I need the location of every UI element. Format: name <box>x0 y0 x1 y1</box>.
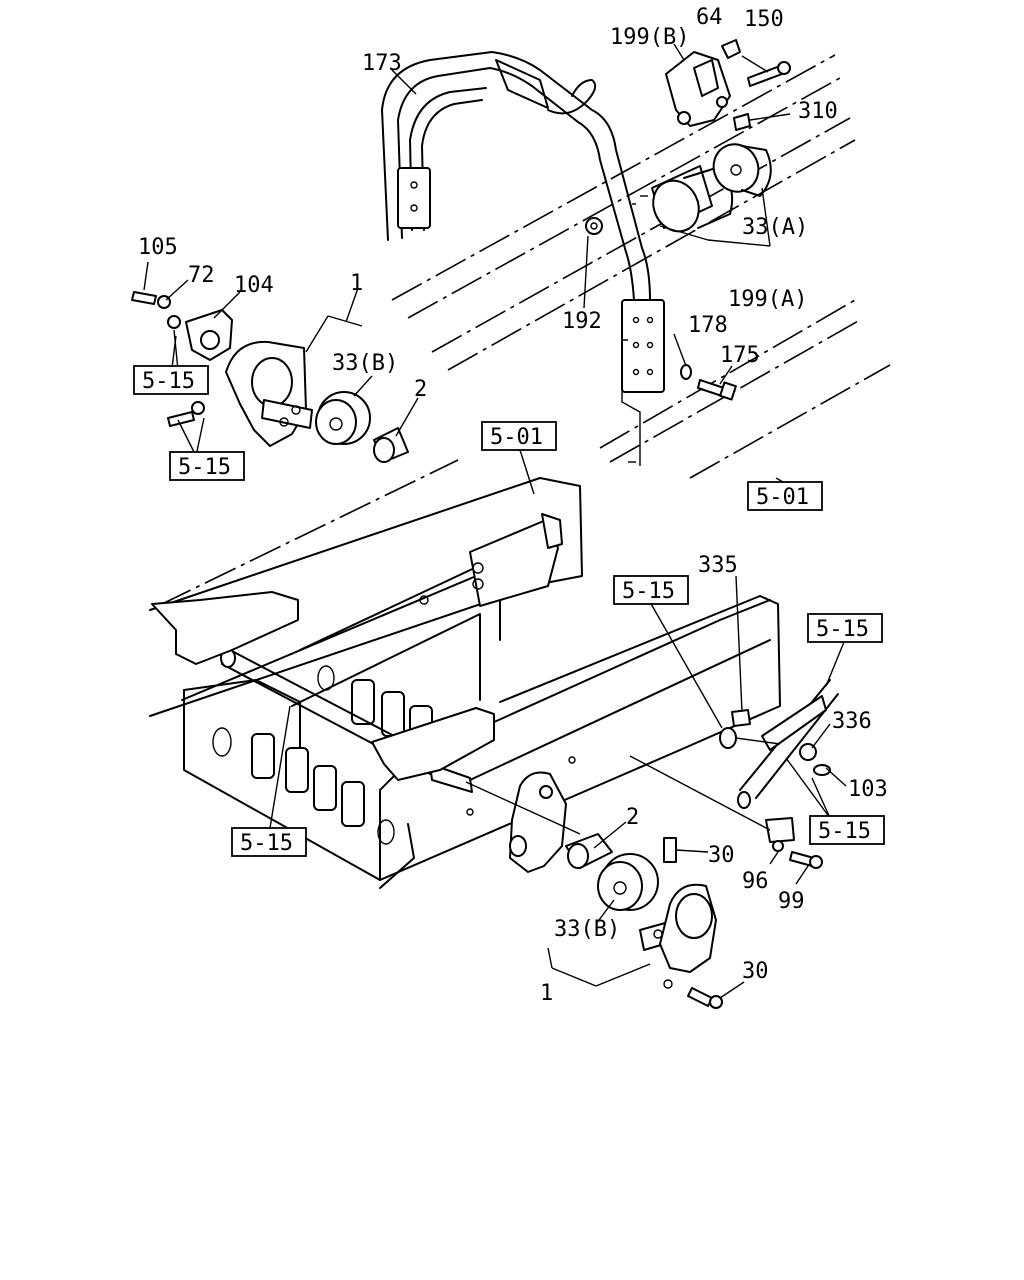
label-105: 105 <box>138 235 178 260</box>
label-72: 72 <box>188 263 215 288</box>
label-30-upper: 30 <box>708 843 735 868</box>
label-30-lower: 30 <box>742 959 769 984</box>
label-104: 104 <box>234 273 274 298</box>
label-96: 96 <box>742 869 769 894</box>
label-33a: 33(A) <box>742 215 808 240</box>
ref-5-15-c: 5-15 <box>622 579 675 604</box>
label-199a: 199(A) <box>728 287 807 312</box>
left-mount-assembly <box>131 291 409 463</box>
label-310: 310 <box>798 99 838 124</box>
bushing-33a-assembly <box>632 143 772 233</box>
upper-frame-rails <box>159 54 891 606</box>
label-199b: 199(B) <box>610 25 689 50</box>
part-labels: 173 199(B) 64 150 310 33(A) 199(A) 192 1… <box>138 5 888 1006</box>
leader-lines <box>143 43 847 999</box>
ref-5-15-e: 5-15 <box>818 819 871 844</box>
label-33b-bottom: 33(B) <box>554 917 620 942</box>
label-64: 64 <box>696 5 723 30</box>
label-1-top: 1 <box>350 271 363 296</box>
label-2-top: 2 <box>414 377 427 402</box>
fasteners-192-178-175 <box>583 217 737 401</box>
reference-labels: 5-15 5-15 5-01 5-01 5-15 5-15 5-15 5-15 <box>133 365 885 857</box>
ref-5-15-f: 5-15 <box>240 831 293 856</box>
label-99: 99 <box>778 889 805 914</box>
ref-5-15-a: 5-15 <box>142 369 195 394</box>
chassis-frame <box>149 477 781 889</box>
label-2-bottom: 2 <box>626 805 639 830</box>
label-173: 173 <box>362 51 402 76</box>
ref-5-15-d: 5-15 <box>816 617 869 642</box>
bracket-199b-assembly <box>665 39 791 131</box>
label-335: 335 <box>698 553 738 578</box>
label-1-bottom: 1 <box>540 981 553 1006</box>
ref-5-01-a: 5-01 <box>490 425 543 450</box>
label-178: 178 <box>688 313 728 338</box>
label-33b-top: 33(B) <box>332 351 398 376</box>
lower-mount-assembly <box>509 771 823 1009</box>
label-336: 336 <box>832 709 872 734</box>
stabilizer-bar-173 <box>381 51 665 466</box>
ref-5-01-b: 5-01 <box>756 485 809 510</box>
label-103: 103 <box>848 777 888 802</box>
label-150: 150 <box>744 7 784 32</box>
label-175: 175 <box>720 343 760 368</box>
label-192: 192 <box>562 309 602 334</box>
ref-5-15-b: 5-15 <box>178 455 231 480</box>
